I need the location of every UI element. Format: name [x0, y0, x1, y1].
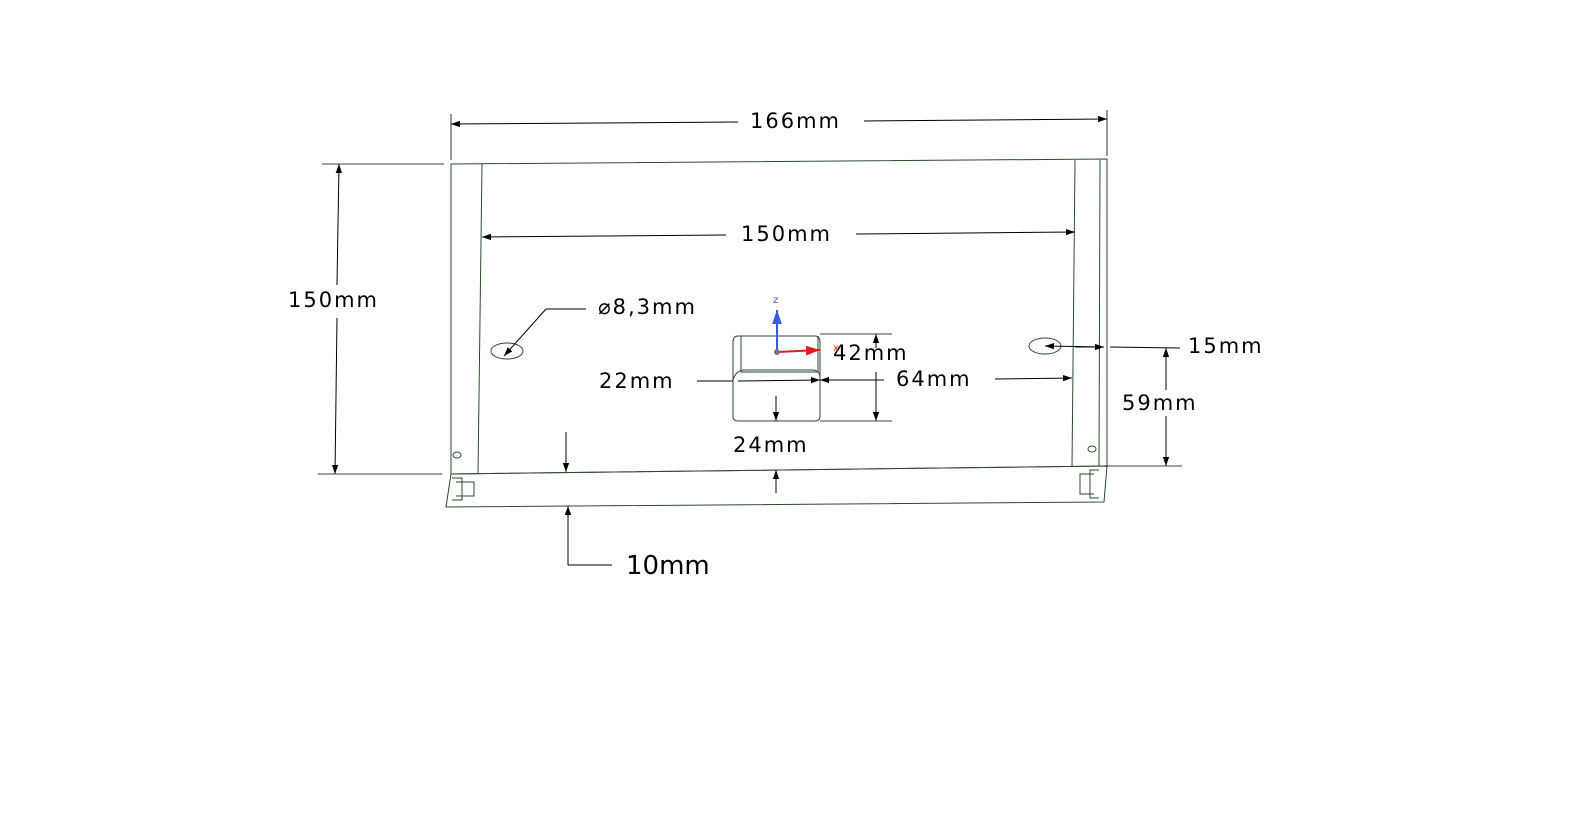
dim-cutout-to-edge: 64mm — [820, 367, 1073, 391]
dim-text-cutout-height: 42mm — [833, 341, 909, 365]
cutout-inner-wall — [740, 336, 819, 373]
dim-cutout-width: 22mm — [599, 369, 821, 393]
left-clip — [452, 477, 463, 501]
left-clip-inner — [456, 481, 475, 497]
dim-height: 150mm — [288, 163, 444, 475]
dim-text-overall-width: 166mm — [750, 109, 841, 133]
dim-text-hole-edge-offset: 15mm — [1188, 334, 1264, 358]
coordinate-axes: z x — [772, 295, 839, 356]
dim-cutout-depth: 24mm — [733, 396, 809, 493]
dim-hole-diameter: ⌀8,3mm — [503, 295, 697, 357]
dim-hole-edge-offset: 15mm — [1044, 334, 1264, 358]
mounting-hole-left — [490, 342, 524, 360]
dim-lip: 10mm — [562, 432, 710, 581]
dim-overall-width: 166mm — [450, 109, 1108, 160]
right-wall-inner — [1071, 159, 1076, 468]
plate-face — [450, 158, 1108, 475]
cutout-bottom-edge — [732, 369, 821, 381]
pin-hole-left — [452, 451, 462, 459]
dim-text-hole-height: 59mm — [1122, 391, 1198, 415]
rectangular-cutout — [732, 335, 821, 422]
dim-inner-width: 150mm — [481, 222, 1076, 246]
right-clip-inner — [1079, 473, 1094, 495]
dim-text-hole-diameter: ⌀8,3mm — [598, 295, 697, 319]
dim-text-inner-width: 150mm — [741, 222, 832, 246]
right-clip — [1089, 469, 1099, 499]
dim-text-lip: 10mm — [626, 551, 710, 581]
left-wall-inner — [477, 163, 483, 475]
dim-hole-height: 59mm — [1104, 348, 1198, 467]
axis-label-x: x — [833, 343, 839, 354]
right-wall-outer — [1098, 159, 1101, 467]
pin-hole-right — [1087, 445, 1097, 453]
dim-text-cutout-width: 22mm — [599, 369, 675, 393]
plate-bottom-lip — [445, 465, 1108, 508]
dim-cutout-height: 42mm — [820, 333, 909, 422]
dim-text-cutout-depth: 24mm — [733, 433, 809, 457]
dim-text-height: 150mm — [288, 288, 379, 312]
dim-text-cutout-to-edge: 64mm — [896, 367, 972, 391]
axis-label-z: z — [773, 295, 778, 306]
